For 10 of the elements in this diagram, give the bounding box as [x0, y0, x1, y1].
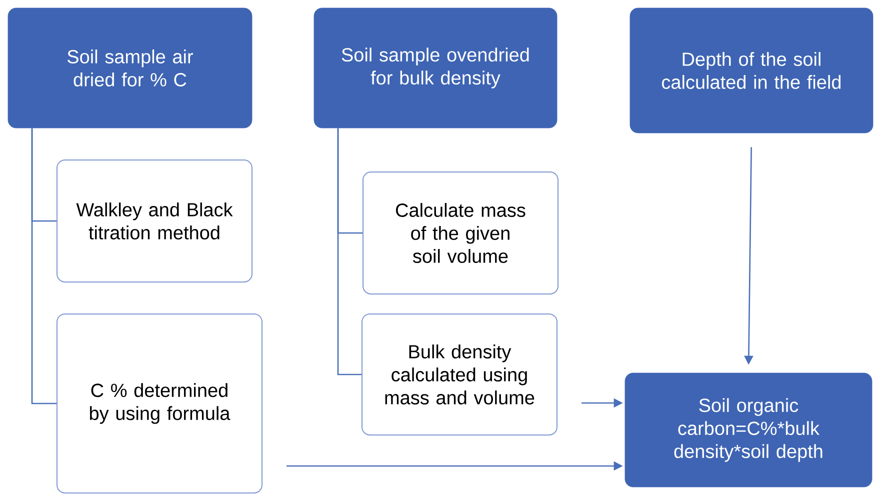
header-box: Soil sample ovendried for bulk density — [314, 8, 558, 128]
step-box: Bulk density calculated using mass and volume — [362, 314, 558, 436]
step-box: Calculate mass of the given soil volume — [362, 172, 558, 294]
header-box: Depth of the soil calculated in the field — [630, 8, 874, 134]
result-box: Soil organic carbon=C%*bulk density*soil depth — [624, 372, 872, 488]
header-box: Soil sample air dried for % C — [8, 8, 252, 128]
connector-line — [31, 128, 56, 404]
step-box: Walkley and Black titration method — [56, 160, 252, 282]
connector-line — [337, 128, 362, 376]
step-box: C % determined by using formula — [56, 314, 262, 494]
